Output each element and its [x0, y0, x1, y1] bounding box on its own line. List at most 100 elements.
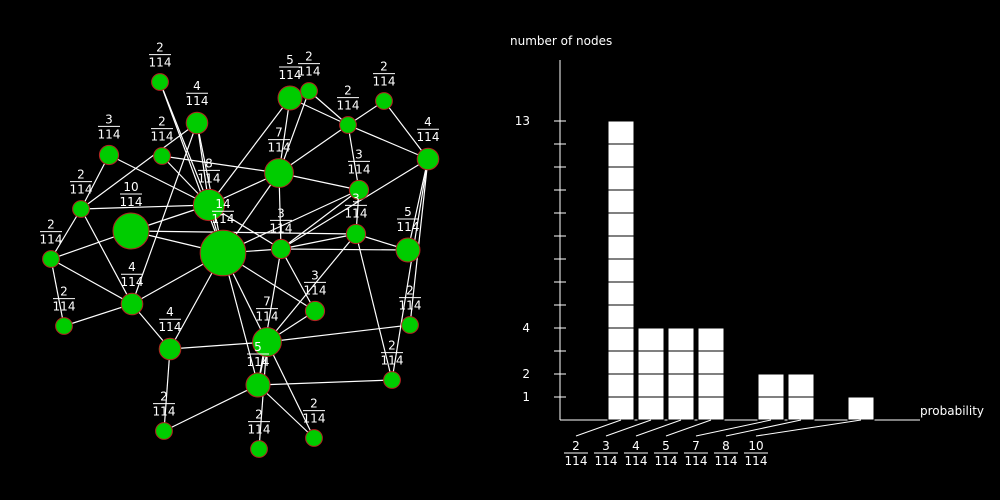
node-label-denominator: 114: [40, 233, 63, 247]
graph-edge: [266, 324, 411, 343]
node-label-numerator: 5: [286, 53, 294, 67]
graph-edge: [391, 158, 429, 381]
graph-edge: [347, 124, 429, 160]
node-label-denominator: 114: [212, 212, 235, 226]
histogram-bar-segment: [607, 373, 635, 398]
node-label-denominator: 114: [121, 275, 144, 289]
node-label-denominator: 114: [373, 75, 396, 89]
node-label-denominator: 114: [247, 355, 270, 369]
graph-edge: [257, 384, 315, 439]
y-tick-label: 2: [522, 367, 530, 381]
node-label-numerator: 2: [60, 285, 68, 299]
graph-node: [112, 212, 150, 250]
node-label-numerator: 3: [352, 191, 360, 205]
x-tick-denominator: 114: [625, 454, 648, 468]
graph-edge: [163, 348, 171, 432]
graph-edge: [50, 208, 82, 260]
node-label-numerator: 7: [263, 295, 271, 309]
node-label-numerator: 2: [406, 284, 414, 298]
histogram-bar-segment: [637, 327, 665, 352]
graph-edge: [222, 189, 360, 254]
x-tick-numerator: 10: [748, 439, 763, 453]
node-label-denominator: 114: [248, 423, 271, 437]
node-label-numerator: 2: [77, 168, 85, 182]
node-label-numerator: 3: [311, 268, 319, 282]
node-label-numerator: 4: [193, 79, 201, 93]
graph-node: [192, 188, 226, 222]
graph-node: [55, 317, 73, 335]
graph-node: [348, 179, 370, 201]
graph-edge: [80, 154, 110, 210]
graph-edge: [50, 258, 65, 327]
graph-node: [98, 144, 120, 166]
y-tick-label: 13: [515, 114, 530, 128]
x-axis-label: probability: [920, 404, 984, 418]
graph-node: [339, 116, 357, 134]
graph-edge: [108, 154, 210, 206]
histogram-bar-segment: [697, 396, 725, 421]
graph-edge: [280, 248, 409, 251]
histogram-bar-segment: [607, 120, 635, 145]
x-tick-numerator: 2: [572, 439, 580, 453]
histogram-bar-segment: [697, 373, 725, 398]
graph-edge: [163, 384, 259, 432]
node-label-numerator: 10: [123, 180, 138, 194]
graph-edge: [257, 248, 282, 386]
x-tick-numerator: 8: [722, 439, 730, 453]
histogram-bar-segment: [667, 327, 695, 352]
x-tick-leader: [725, 419, 802, 437]
x-tick-leader: [695, 419, 772, 437]
histogram-bar-segment: [787, 396, 815, 421]
histogram-bar-segment: [607, 166, 635, 191]
node-label-denominator: 114: [268, 141, 291, 155]
node-label-numerator: 2: [344, 84, 352, 98]
node-label-denominator: 114: [304, 283, 327, 297]
node-label-denominator: 114: [417, 130, 440, 144]
graph-node: [277, 85, 303, 111]
histogram-bar-segment: [637, 396, 665, 421]
graph-edge: [407, 158, 429, 251]
histogram-bar-segment: [607, 396, 635, 421]
graph-node: [345, 223, 367, 245]
node-label-numerator: 2: [158, 115, 166, 129]
graph-edge: [280, 189, 360, 250]
node-label-denominator: 114: [120, 195, 143, 209]
graph-edge: [208, 97, 291, 206]
x-tick-numerator: 4: [632, 439, 640, 453]
x-tick-denominator: 114: [655, 454, 678, 468]
node-label-numerator: 8: [205, 156, 213, 170]
x-tick-numerator: 7: [692, 439, 700, 453]
graph-node: [199, 229, 247, 277]
node-label-numerator: 2: [388, 339, 396, 353]
node-label-denominator: 114: [270, 221, 293, 235]
histogram-bar-segment: [607, 235, 635, 260]
node-label-denominator: 114: [98, 127, 121, 141]
node-label-numerator: 2: [380, 60, 388, 74]
y-tick-label: 1: [522, 390, 530, 404]
graph-node: [416, 147, 440, 171]
x-tick-numerator: 5: [662, 439, 670, 453]
graph-node: [151, 73, 169, 91]
histogram-bar-segment: [697, 327, 725, 352]
node-label-denominator: 114: [198, 171, 221, 185]
graph-node: [395, 237, 421, 263]
graph-edge: [280, 158, 429, 250]
node-label-denominator: 114: [256, 310, 279, 324]
histogram-bar-segment: [637, 373, 665, 398]
node-label-numerator: 2: [156, 41, 164, 55]
histogram-bar-segment: [697, 350, 725, 375]
histogram-bar-segment: [667, 350, 695, 375]
graph-node: [401, 316, 419, 334]
node-label-denominator: 114: [151, 130, 174, 144]
graph-edge: [257, 379, 393, 386]
graph-edge: [80, 204, 210, 210]
node-label-denominator: 114: [348, 162, 371, 176]
graph-node: [304, 300, 326, 322]
x-tick-denominator: 114: [595, 454, 618, 468]
x-tick-denominator: 114: [745, 454, 768, 468]
histogram-bar-segment: [607, 327, 635, 352]
